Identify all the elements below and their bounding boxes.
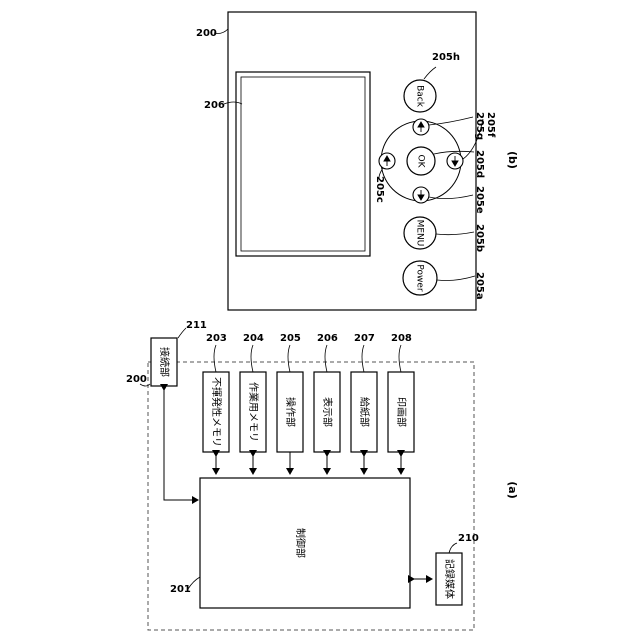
- connection-unit-ref: 211: [186, 320, 207, 331]
- dpad-up-button[interactable]: [413, 119, 429, 135]
- device-ref-b: 200: [196, 28, 217, 39]
- block-nonvolatile-memory: 不揮発性メモリ 203: [203, 333, 229, 474]
- up-button-ref: 205g: [474, 112, 485, 140]
- right-button-ref: 205f: [485, 112, 496, 138]
- diagram-a: 200 制御部 201 不揮発性メモリ 203 作業用メモリ 204 操作部 2…: [126, 320, 519, 630]
- down-button-ref: 205e: [474, 186, 485, 214]
- block-display-unit: 表示部 206: [314, 333, 340, 474]
- ok-button-ref: 205d: [474, 150, 485, 178]
- connection-unit: 接続部 211: [151, 320, 207, 500]
- display-ref: 206: [204, 100, 225, 111]
- block-label: 表示部: [321, 397, 334, 427]
- block-work-memory: 作業用メモリ 204: [240, 333, 266, 474]
- device-ref-a: 200: [126, 374, 147, 385]
- block-ref: 204: [243, 333, 264, 344]
- menu-button[interactable]: MENU: [404, 217, 436, 249]
- diagram-b: 200 206 Back 205h OK: [196, 12, 519, 310]
- ok-button[interactable]: OK: [407, 147, 435, 175]
- menu-button-ref: 205b: [474, 224, 485, 252]
- recording-medium-label: 記録媒体: [443, 559, 456, 599]
- display-screen: [241, 77, 365, 251]
- block-label: 操作部: [284, 397, 297, 427]
- block-ref: 208: [391, 333, 412, 344]
- dpad-down-button[interactable]: [413, 187, 429, 203]
- ok-button-label: OK: [416, 155, 426, 169]
- recording-medium-ref: 210: [458, 533, 479, 544]
- block-label: 不揮発性メモリ: [210, 377, 223, 447]
- dpad-left-button[interactable]: [379, 153, 395, 169]
- block-operation-unit: 操作部 205: [277, 333, 303, 474]
- power-button-ref: 205a: [474, 272, 485, 300]
- menu-button-label: MENU: [415, 220, 425, 247]
- back-button[interactable]: Back: [404, 80, 436, 112]
- block-ref: 203: [206, 333, 227, 344]
- block-paper-feed-unit: 給紙部 207: [351, 333, 377, 474]
- power-button-label: Power: [415, 264, 425, 292]
- block-print-unit: 印画部 208: [388, 333, 414, 474]
- connection-arrow: [164, 390, 198, 500]
- left-button-ref: 205c: [374, 176, 385, 203]
- connection-unit-label: 接続部: [158, 347, 171, 377]
- block-label: 給紙部: [358, 397, 371, 427]
- control-unit-label: 制御部: [294, 528, 307, 558]
- recording-medium: 記録媒体 210: [414, 533, 479, 605]
- block-label: 作業用メモリ: [247, 382, 260, 442]
- block-ref: 205: [280, 333, 301, 344]
- back-button-label: Back: [415, 85, 425, 108]
- panel-label-a: (a): [506, 481, 519, 498]
- block-ref: 206: [317, 333, 338, 344]
- dpad-right-button[interactable]: [447, 153, 463, 169]
- back-button-ref: 205h: [432, 52, 460, 63]
- control-unit-ref: 201: [170, 584, 191, 595]
- block-label: 印画部: [395, 397, 408, 427]
- power-button[interactable]: Power: [403, 261, 437, 295]
- panel-label-b: (b): [506, 151, 519, 169]
- block-ref: 207: [354, 333, 375, 344]
